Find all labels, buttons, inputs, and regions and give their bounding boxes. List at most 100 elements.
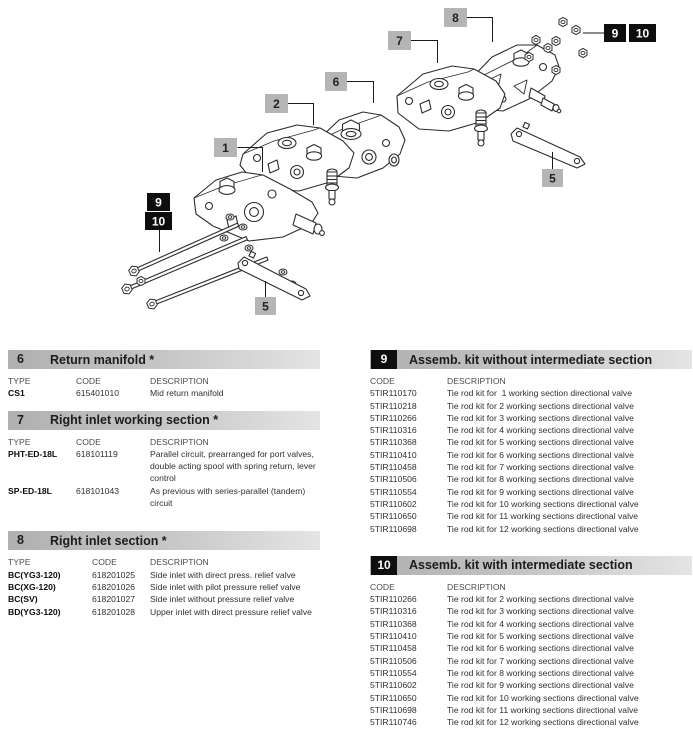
callout-5-bottom: 5 xyxy=(255,297,276,315)
section-assembly-kit-with-intermediate: 10 Assemb. kit with intermediate section… xyxy=(370,555,692,729)
col-header-type: TYPE xyxy=(8,436,31,447)
cell-desc: Tie rod kit for 3 working sections direc… xyxy=(447,412,634,423)
exploded-view-diagram: 1 2 6 7 8 9 10 xyxy=(120,8,656,315)
callout-label: 7 xyxy=(396,34,403,48)
cell-code: 5TIR110170 xyxy=(370,388,417,399)
col-header-code: CODE xyxy=(76,436,101,447)
table-row: 5TIR110218 Tie rod kit for 2 working sect… xyxy=(370,400,692,412)
cell-desc: Mid return manifold xyxy=(150,388,224,399)
bracket-lower xyxy=(238,251,310,300)
section-header-bar: 8 Right inlet section * xyxy=(8,531,320,551)
cell-code: 5TIR110266 xyxy=(370,594,417,605)
cell-desc: Tie rod kit for 8 working sections direc… xyxy=(447,667,634,678)
cell-type: CS1 xyxy=(8,388,25,399)
cell-code: 618201028 xyxy=(92,606,136,617)
table-row: 5TIR110650 Tie rod kit for 10 working sec… xyxy=(370,692,692,704)
table-row: 5TIR110368 Tie rod kit for 5 working sect… xyxy=(370,436,692,448)
callouts: 1 2 6 7 8 9 10 xyxy=(145,8,656,315)
col-header-type: TYPE xyxy=(8,376,31,386)
callout-8: 8 xyxy=(444,8,467,27)
cell-code: 618201025 xyxy=(92,569,136,580)
col-header-type: TYPE xyxy=(8,557,31,568)
valve-part-right-inlet-working-section xyxy=(397,66,505,146)
cell-code: 5TIR110368 xyxy=(370,437,417,448)
section-right-inlet-working: 7 Right inlet working section * TYPE COD… xyxy=(8,410,320,510)
col-header-code: CODE xyxy=(370,581,395,592)
cell-desc: Side inlet without pressure relief valve xyxy=(150,594,295,605)
cell-desc: Tie rod kit for 5 working sections direc… xyxy=(447,437,634,448)
table-header-row: CODE DESCRIPTION xyxy=(370,375,692,387)
cell-type: PHT-ED-18L xyxy=(8,448,58,459)
callout-6: 6 xyxy=(325,72,347,91)
section-title: Right inlet section * xyxy=(50,533,167,548)
cell-code: 618101043 xyxy=(76,485,120,496)
cell-code: 5TIR110602 xyxy=(370,680,417,691)
table-header-row: TYPE CODE DESCRIPTION xyxy=(8,436,320,448)
section-number-box: 10 xyxy=(371,555,397,575)
callout-label: 5 xyxy=(262,300,269,314)
cell-desc: Tie rod kit for 1 working section direct… xyxy=(447,388,633,399)
cell-code: 5TIR110218 xyxy=(370,400,417,411)
cell-desc: Tie rod kit for 12 working sections dire… xyxy=(447,717,639,728)
cell-code: 5TIR110458 xyxy=(370,643,417,654)
section-number: 6 xyxy=(17,352,24,366)
cell-code: 5TIR110458 xyxy=(370,462,417,473)
valve-part-working-section xyxy=(240,125,354,205)
table-header-row: CODE DESCRIPTION xyxy=(370,581,692,593)
cell-desc: Tie rod kit for 4 working sections direc… xyxy=(447,425,634,436)
callout-label: 10 xyxy=(152,215,166,229)
cell-desc: Tie rod kit for 2 working sections direc… xyxy=(447,400,634,411)
cell-type: BD(YG3-120) xyxy=(8,606,61,617)
cell-desc: Tie rod kit for 3 working sections direc… xyxy=(447,606,634,617)
cell-code: 5TIR110698 xyxy=(370,704,417,715)
cell-desc: Tie rod kit for 10 working sections dire… xyxy=(447,692,639,703)
cell-code: 5TIR110650 xyxy=(370,692,417,703)
cell-code: 5TIR110368 xyxy=(370,618,417,629)
section-number: 7 xyxy=(17,412,24,427)
cell-type: SP-ED-18L xyxy=(8,485,52,496)
table-body: 5TIR110170 Tie rod kit for 1 working sect… xyxy=(370,387,692,535)
callout-10-top: 10 xyxy=(629,24,656,42)
cell-desc: Tie rod kit for 8 working sections direc… xyxy=(447,474,634,485)
bracket-upper xyxy=(511,122,585,168)
callout-label: 8 xyxy=(452,11,459,25)
cell-type: BC(YG3-120) xyxy=(8,569,61,580)
cell-code: 5TIR110506 xyxy=(370,474,417,485)
callout-label: 6 xyxy=(333,75,340,89)
table-header-row: TYPE CODE DESCRIPTION xyxy=(8,375,320,387)
col-header-desc: DESCRIPTION xyxy=(447,376,506,386)
cell-code: 5TIR110650 xyxy=(370,511,417,522)
cell-desc: Side inlet with pilot pressure relief va… xyxy=(150,581,301,592)
cell-type: BC(XG-120) xyxy=(8,581,56,592)
cell-type: BC(SV) xyxy=(8,594,38,605)
section-header-bar: 10 Assemb. kit with intermediate section xyxy=(370,555,692,575)
cell-desc: Tie rod kit for 5 working sections direc… xyxy=(447,631,634,642)
col-header-code: CODE xyxy=(92,557,117,568)
cell-desc: As previous with series-parallel (tandem… xyxy=(150,485,308,509)
callout-9-left: 9 xyxy=(147,193,170,211)
cell-code: 5TIR110554 xyxy=(370,486,417,497)
callout-label: 10 xyxy=(636,27,650,41)
cell-desc: Tie rod kit for 12 working sections dire… xyxy=(447,523,639,534)
cell-code: 5TIR110316 xyxy=(370,606,417,617)
section-title: Right inlet working section * xyxy=(50,413,219,428)
cell-desc: Tie rod kit for 9 working sections direc… xyxy=(447,486,634,497)
section-title: Assemb. kit with intermediate section xyxy=(409,558,633,573)
